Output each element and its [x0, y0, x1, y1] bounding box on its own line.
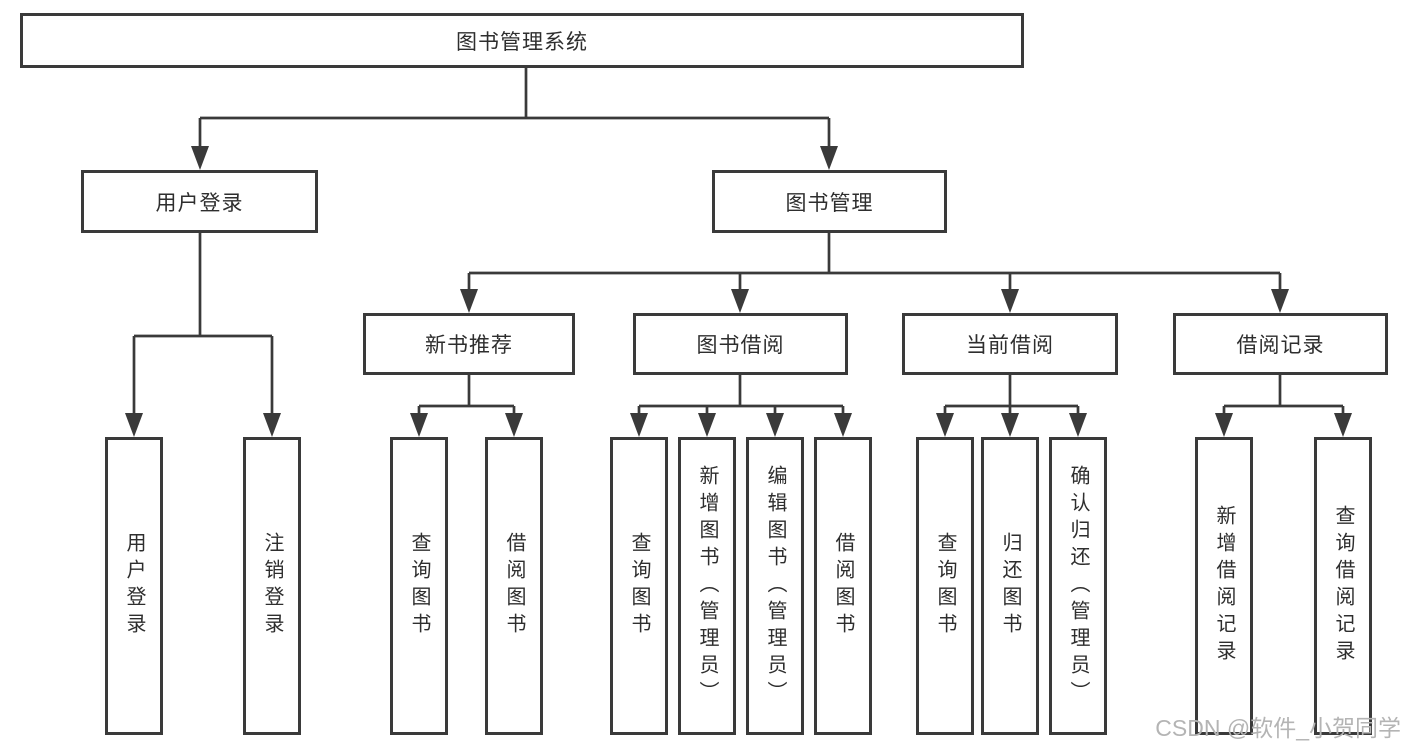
csdn-watermark: CSDN @软件_小贺同学 [1155, 715, 1401, 741]
leaf-borrow-query-books: 查询图书 [610, 437, 668, 735]
node-root-label: 图书管理系统 [456, 30, 588, 54]
node-new-book-recommend-label: 新书推荐 [425, 334, 513, 357]
leaf-borrow-edit-books: 编辑图书（管理员） [746, 437, 804, 735]
node-book-borrow-label: 图书借阅 [696, 334, 785, 357]
leaf-borrow-borrow-books-label: 借阅图书 [832, 532, 854, 640]
leaf-recommend-borrow-books-label: 借阅图书 [503, 532, 525, 640]
leaf-recommend-query-books: 查询图书 [390, 437, 448, 735]
node-new-book-recommend: 新书推荐 [363, 313, 575, 375]
node-book-management-label: 图书管理 [785, 191, 874, 215]
leaf-current-return-books: 归还图书 [981, 437, 1039, 735]
node-root-system: 图书管理系统 [20, 13, 1024, 68]
leaf-user-login-action: 用户登录 [105, 437, 163, 735]
leaf-borrow-add-books: 新增图书（管理员） [678, 437, 736, 735]
leaf-logout-action-label: 注销登录 [261, 532, 283, 640]
node-book-management: 图书管理 [712, 170, 947, 233]
leaf-logout-action: 注销登录 [243, 437, 301, 735]
node-borrow-records: 借阅记录 [1173, 313, 1388, 375]
leaf-current-confirm-return-label: 确认归还（管理员） [1067, 464, 1089, 708]
leaf-records-query-record-label: 查询借阅记录 [1332, 505, 1354, 667]
node-current-borrow: 当前借阅 [902, 313, 1118, 375]
leaf-borrow-edit-books-label: 编辑图书（管理员） [764, 464, 786, 708]
leaf-current-return-books-label: 归还图书 [999, 532, 1021, 640]
leaf-borrow-borrow-books: 借阅图书 [814, 437, 872, 735]
leaf-borrow-query-books-label: 查询图书 [628, 532, 650, 640]
node-current-borrow-label: 当前借阅 [966, 334, 1054, 357]
node-borrow-records-label: 借阅记录 [1236, 334, 1325, 357]
leaf-current-query-books: 查询图书 [916, 437, 974, 735]
leaf-records-add-record-label: 新增借阅记录 [1213, 505, 1235, 667]
leaf-recommend-borrow-books: 借阅图书 [485, 437, 543, 735]
leaf-current-confirm-return: 确认归还（管理员） [1049, 437, 1107, 735]
arrowheads [125, 146, 1352, 437]
node-user-login: 用户登录 [81, 170, 318, 233]
leaf-borrow-add-books-label: 新增图书（管理员） [696, 464, 718, 708]
leaf-user-login-action-label: 用户登录 [123, 532, 145, 640]
node-user-login-label: 用户登录 [155, 191, 244, 215]
leaf-records-query-record: 查询借阅记录 [1314, 437, 1372, 735]
leaf-current-query-books-label: 查询图书 [934, 532, 956, 640]
node-book-borrow: 图书借阅 [633, 313, 848, 375]
leaf-recommend-query-books-label: 查询图书 [408, 532, 430, 640]
leaf-records-add-record: 新增借阅记录 [1195, 437, 1253, 735]
